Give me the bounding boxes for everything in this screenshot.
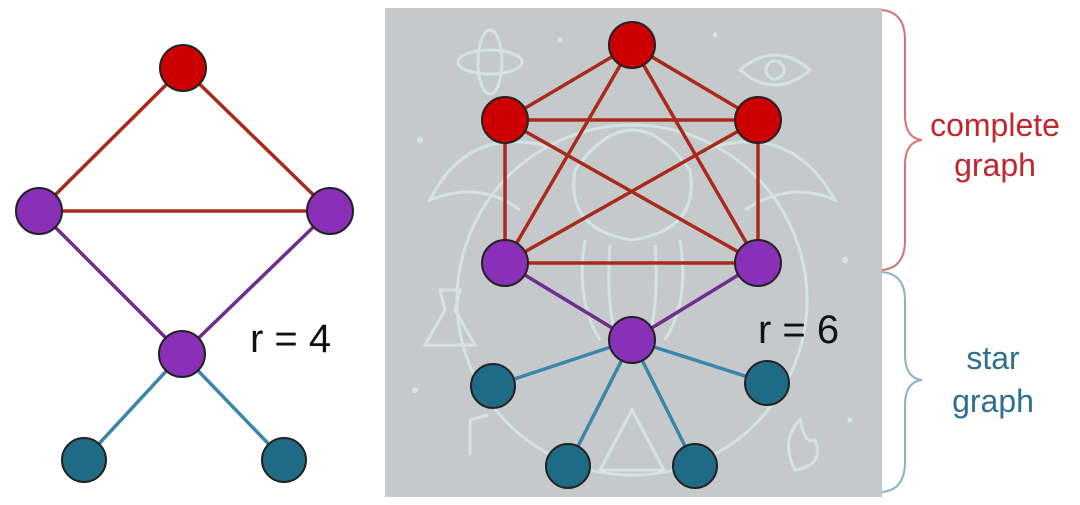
edge-purple xyxy=(37,209,184,356)
edge-red xyxy=(504,118,759,265)
complete-graph-label-line1: complete xyxy=(930,107,1060,143)
complete-graph-annotation: complete graph xyxy=(881,9,1060,271)
flask-icon xyxy=(422,288,478,347)
node-teal xyxy=(61,437,107,483)
edge-teal xyxy=(492,338,633,388)
node-purple xyxy=(481,239,529,287)
complete-graph-label-line2: graph xyxy=(954,147,1036,183)
edge-teal xyxy=(180,352,286,462)
node-purple xyxy=(15,187,63,235)
flame-icon xyxy=(787,416,819,472)
node-red xyxy=(159,44,207,92)
star-graph-brace xyxy=(881,271,923,493)
node-red xyxy=(608,21,656,69)
star-graph-label-line2: graph xyxy=(952,383,1034,419)
sparkle xyxy=(712,32,718,38)
triangle-drop-icon xyxy=(597,406,667,472)
right-graph: r = 6 xyxy=(470,21,839,489)
node-teal xyxy=(261,437,307,483)
node-teal xyxy=(672,443,718,489)
left-graph-nodes xyxy=(15,44,354,483)
eye-pupil-icon xyxy=(764,59,786,81)
tentacles-icon xyxy=(580,239,685,351)
edge-red xyxy=(631,43,759,122)
left-graph: r = 4 xyxy=(15,44,354,483)
edge-red xyxy=(37,66,185,213)
edge-red xyxy=(181,66,332,213)
sparkle xyxy=(847,417,853,423)
left-graph-edges xyxy=(37,66,332,462)
illustration-panel xyxy=(385,8,882,497)
sparkle xyxy=(417,137,423,143)
right-wing-icon xyxy=(704,140,839,212)
node-red xyxy=(481,96,529,144)
edge-teal xyxy=(82,352,184,462)
node-purple xyxy=(608,316,656,364)
edge-red xyxy=(504,43,633,122)
node-teal xyxy=(470,363,516,409)
atom-orbit-icon xyxy=(476,28,504,96)
complete-graph-brace xyxy=(881,9,923,271)
eye-icon xyxy=(737,53,813,87)
node-teal xyxy=(545,443,591,489)
atom-icon xyxy=(456,48,524,76)
star-graph-annotation: star graph xyxy=(881,271,1034,493)
node-purple xyxy=(158,330,206,378)
octopus-head-icon xyxy=(572,128,693,242)
right-graph-label: r = 6 xyxy=(758,308,839,352)
star-graph-label-line1: star xyxy=(966,340,1020,376)
node-red xyxy=(734,96,782,144)
music-note-icon xyxy=(468,413,489,455)
sparkle xyxy=(412,387,418,393)
node-purple xyxy=(734,239,782,287)
node-purple xyxy=(306,187,354,235)
edge-purple xyxy=(504,261,633,342)
sparkle xyxy=(557,37,563,43)
node-teal xyxy=(744,360,790,406)
right-graph-nodes xyxy=(470,21,790,489)
panel-background xyxy=(385,8,882,497)
sparkle xyxy=(842,257,848,263)
edge-purple xyxy=(631,261,759,342)
edge-purple xyxy=(180,209,332,356)
decorative-motifs xyxy=(422,28,839,477)
left-wing-icon xyxy=(426,140,561,212)
left-graph-label: r = 4 xyxy=(250,317,331,361)
sparkles xyxy=(412,32,853,423)
